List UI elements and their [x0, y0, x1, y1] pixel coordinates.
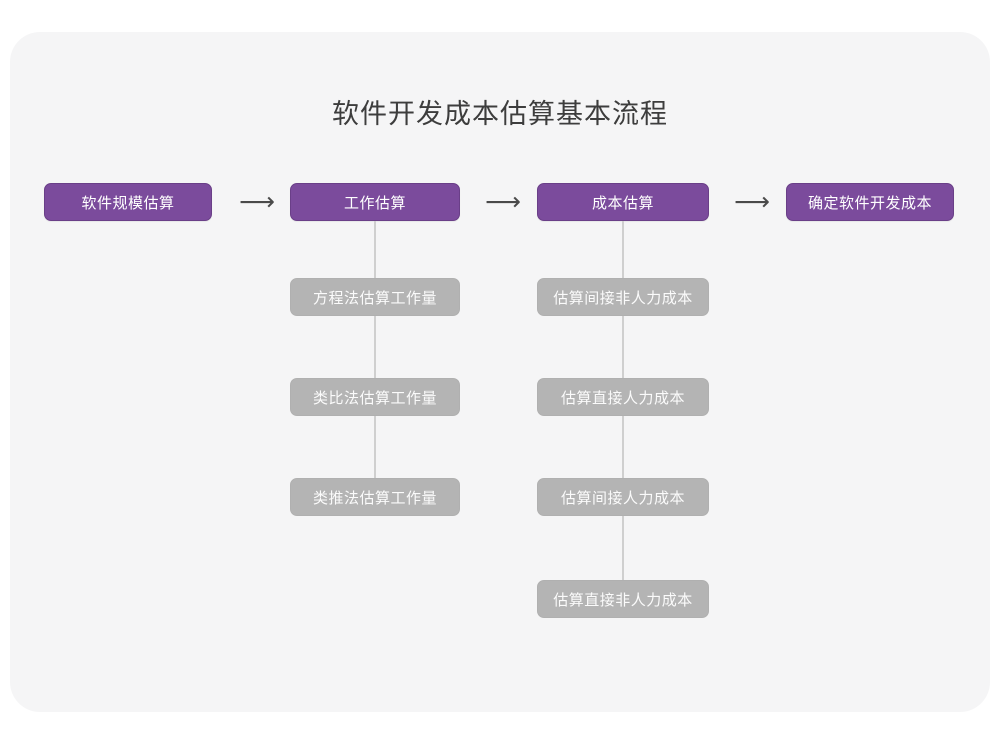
connector-line — [622, 316, 624, 378]
stage-node-label: 软件规模估算 — [81, 194, 175, 212]
substep-node-label: 方程法估算工作量 — [312, 289, 437, 307]
substep-node-label: 类比法估算工作量 — [312, 389, 437, 407]
connector-line — [622, 416, 624, 478]
substep-node-direct-labor-cost[interactable]: 估算直接人力成本 — [537, 378, 709, 416]
stage-node-label: 工作估算 — [343, 194, 406, 212]
connector-line — [374, 221, 376, 278]
substep-node-label: 估算间接非人力成本 — [553, 289, 693, 307]
substep-node-indirect-labor-cost[interactable]: 估算间接人力成本 — [537, 478, 709, 516]
connector-line — [374, 416, 376, 478]
stage-node-label: 成本估算 — [591, 194, 654, 212]
page-title: 软件开发成本估算基本流程 — [332, 99, 668, 129]
stage-node-work-estimation[interactable]: 工作估算 — [290, 183, 460, 221]
substep-node-label: 估算间接人力成本 — [560, 489, 685, 507]
stage-node-label: 确定软件开发成本 — [807, 194, 932, 212]
substep-node-equation-method-effort[interactable]: 方程法估算工作量 — [290, 278, 460, 316]
substep-node-label: 估算直接非人力成本 — [553, 591, 693, 609]
substep-node-indirect-nonlabor-cost[interactable]: 估算间接非人力成本 — [537, 278, 709, 316]
flow-arrow-icon-1: ⟶ — [239, 187, 275, 216]
flow-arrow-icon-2: ⟶ — [485, 187, 521, 216]
diagram-card — [10, 32, 990, 712]
connector-line — [622, 516, 624, 580]
substep-node-analogy-method-effort[interactable]: 类比法估算工作量 — [290, 378, 460, 416]
substep-node-label: 估算直接人力成本 — [560, 389, 685, 407]
stage-node-cost-estimation[interactable]: 成本估算 — [537, 183, 709, 221]
substep-node-label: 类推法估算工作量 — [312, 489, 437, 507]
connector-line — [374, 316, 376, 378]
substep-node-inference-method-effort[interactable]: 类推法估算工作量 — [290, 478, 460, 516]
flow-arrow-icon-3: ⟶ — [734, 187, 770, 216]
stage-node-software-size-estimation[interactable]: 软件规模估算 — [44, 183, 212, 221]
substep-node-direct-nonlabor-cost[interactable]: 估算直接非人力成本 — [537, 580, 709, 618]
connector-line — [622, 221, 624, 278]
stage-node-determine-development-cost[interactable]: 确定软件开发成本 — [786, 183, 954, 221]
